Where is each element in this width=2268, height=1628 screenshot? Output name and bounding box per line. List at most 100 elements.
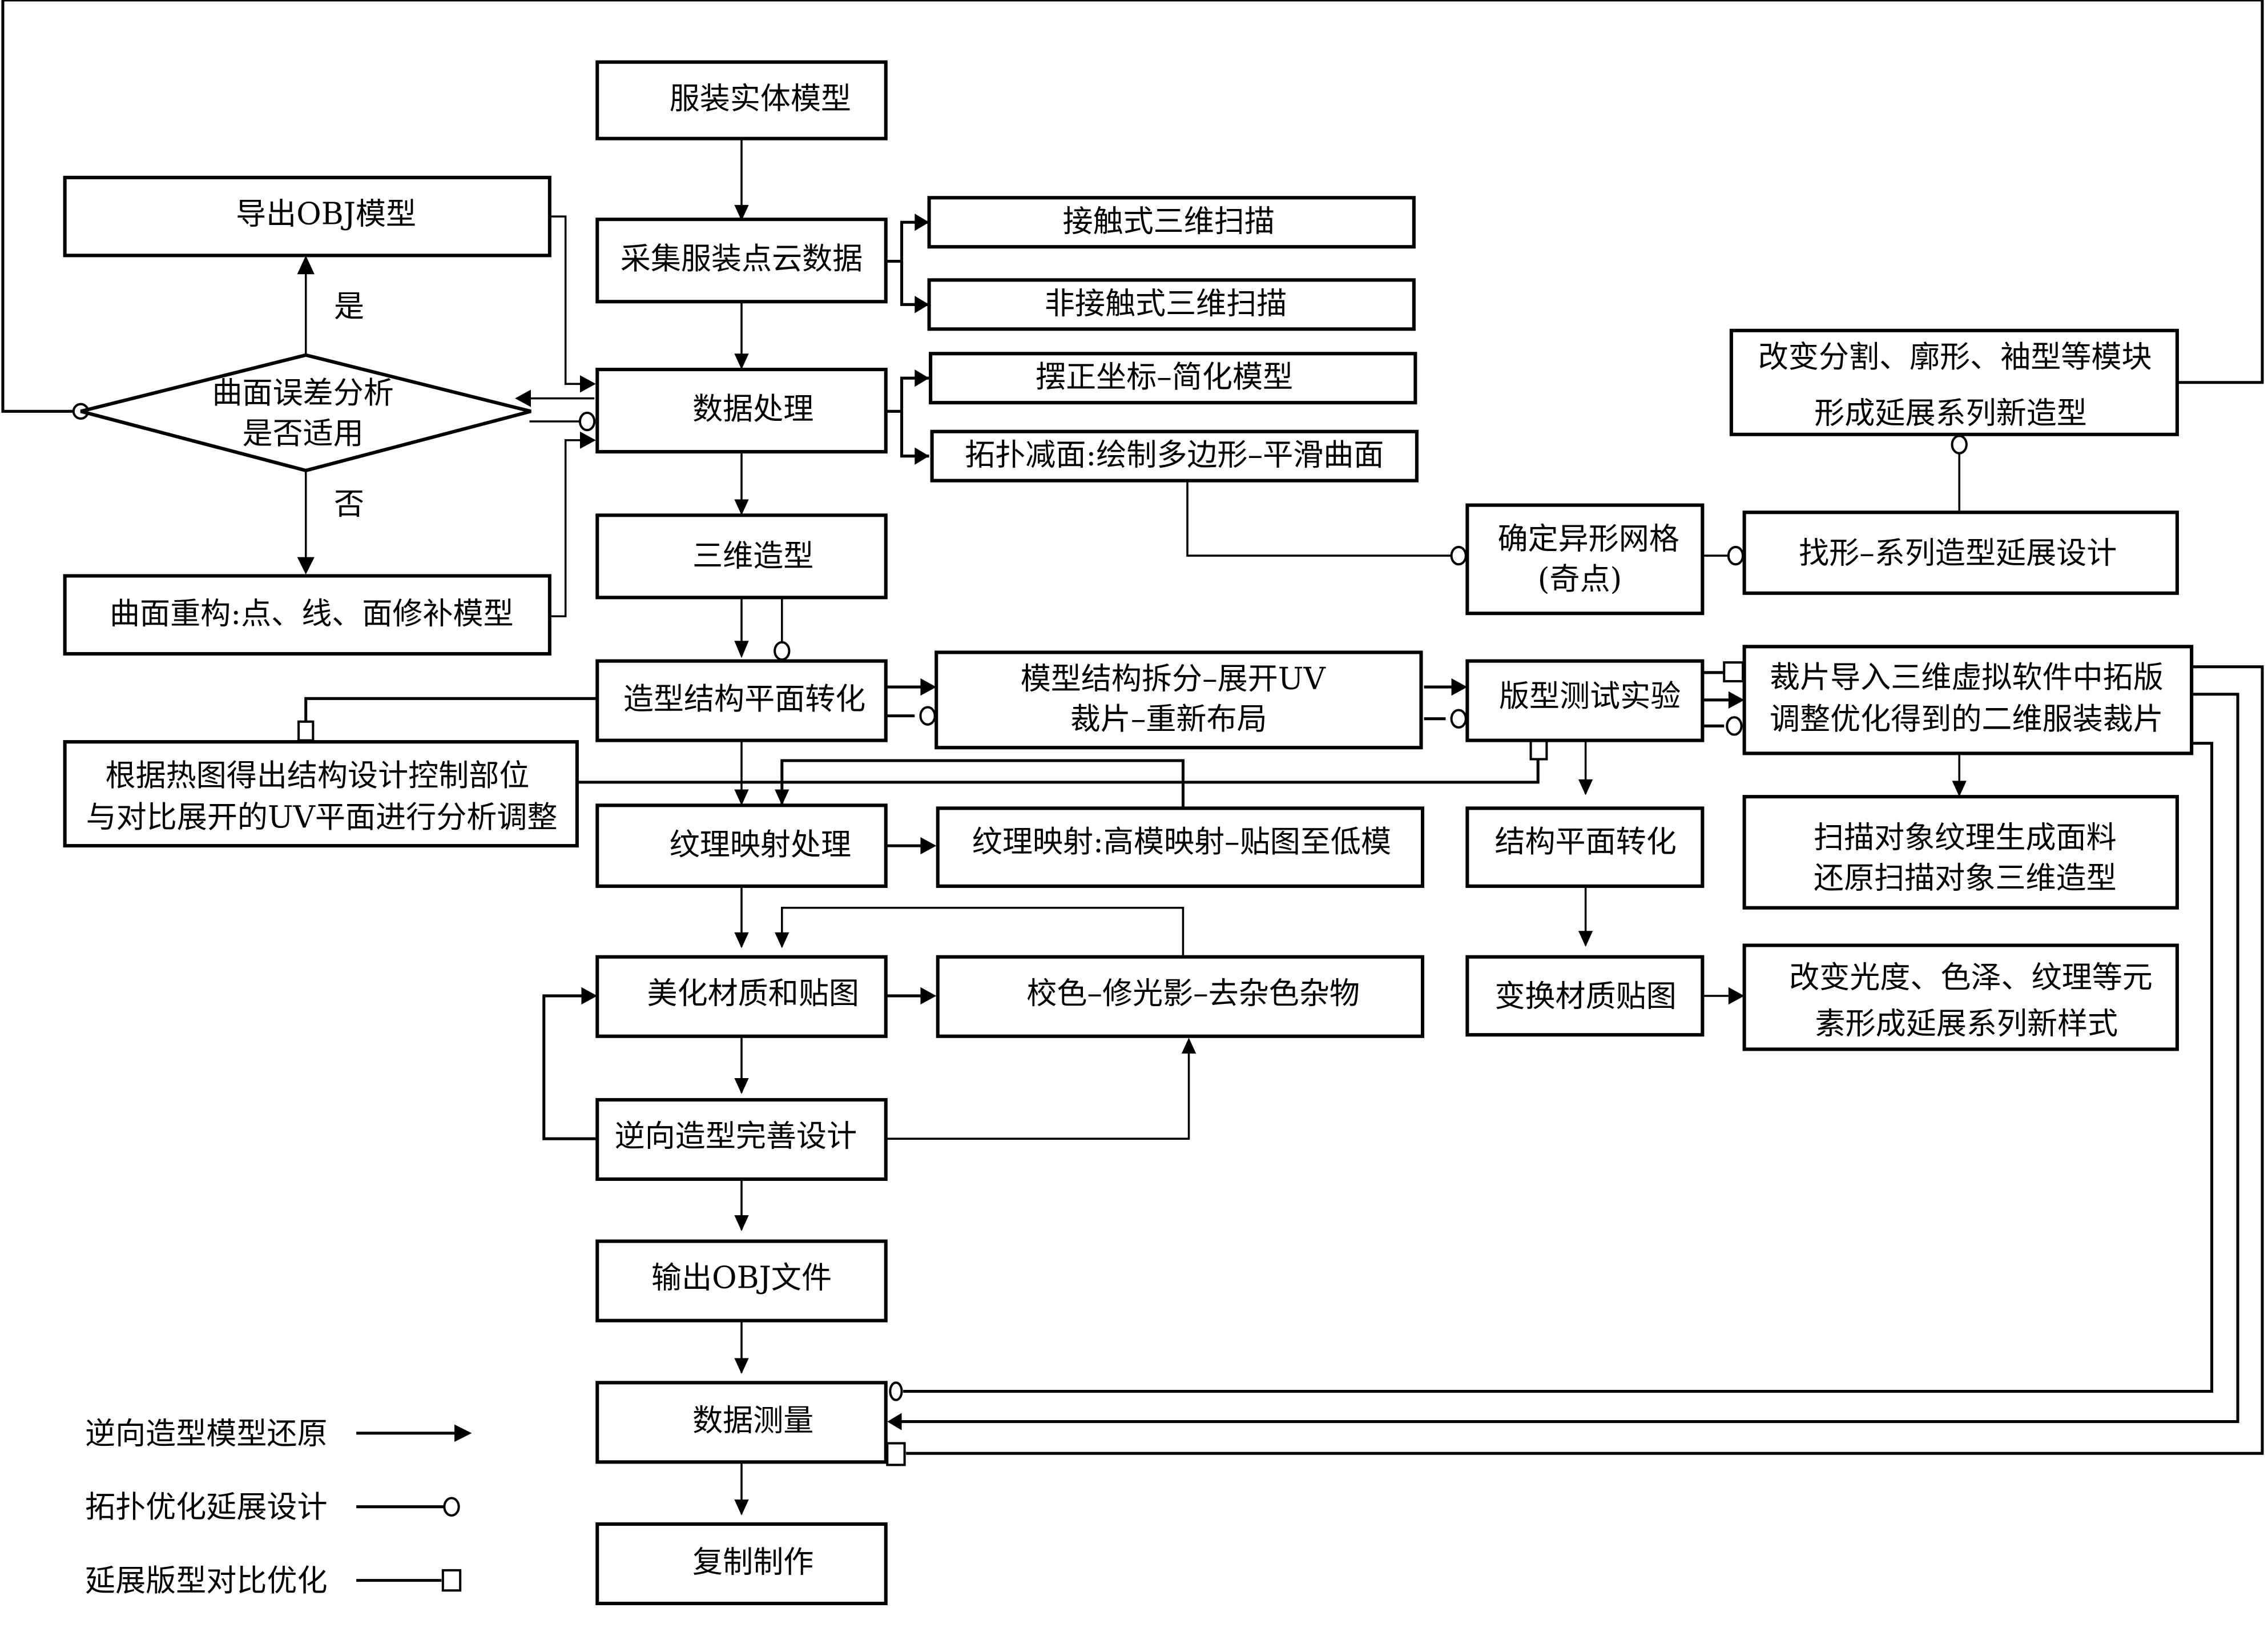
node-surface-rebuild[interactable]: 曲面重构:点、线、面修补模型 (63, 574, 551, 656)
arrow-icon (734, 789, 749, 806)
arrow-icon (734, 499, 749, 516)
node-form-finding[interactable]: 找形–系列造型延展设计 (1742, 510, 2179, 595)
connectors (1, 0, 2264, 1582)
edge-import-measure-circle (903, 742, 2214, 1393)
node-label: 拓扑减面:绘制多边形–平滑曲面 (965, 437, 1384, 473)
node-output-obj[interactable]: 输出OBJ文件 (595, 1239, 888, 1323)
node-export-obj-model[interactable]: 导出OBJ模型 (63, 175, 551, 258)
circle-marker-icon (578, 411, 596, 432)
edge-color-beautify (781, 907, 1185, 957)
node-label: 结构平面转化 (1494, 824, 1676, 859)
arrow-icon (734, 1078, 749, 1094)
arrow-icon (915, 214, 929, 231)
yes-label: 是 (334, 288, 364, 324)
node-heatmap-analysis[interactable]: 根据热图得出结构设计控制部位 与对比展开的UV平面进行分析调整 (63, 740, 579, 848)
node-align-simplify[interactable]: 摆正坐标–简化模型 (929, 352, 1417, 405)
node-label: 素形成延展系列新样式 (1815, 1006, 2118, 1042)
node-change-material[interactable]: 变换材质贴图 (1465, 955, 1705, 1037)
node-label: 摆正坐标–简化模型 (1036, 359, 1293, 395)
node-import-pieces[interactable]: 裁片导入三维虚拟软件中拓版 调整优化得到的二维服装裁片 (1742, 645, 2194, 755)
node-label: 扫描对象纹理生成面料 (1814, 819, 2117, 855)
edge-proc-align (887, 376, 929, 413)
square-marker-icon (886, 1442, 906, 1466)
node-contact-scan[interactable]: 接触式三维扫描 (927, 196, 1416, 249)
node-label: 纹理映射:高模映射–贴图至低模 (972, 824, 1391, 859)
edge-reverse-color (887, 1049, 1190, 1140)
node-split-uv[interactable]: 模型结构拆分–展开UV 裁片–重新布局 (934, 650, 1423, 750)
edge-import-measure-arrow (900, 693, 2239, 1424)
node-structure-flatten[interactable]: 造型结构平面转化 (595, 659, 888, 742)
node-replicate[interactable]: 复制制作 (595, 1522, 888, 1606)
arrow-icon (920, 837, 937, 855)
circle-marker-icon (1450, 709, 1467, 729)
node-label: 改变分割、廓形、袖型等模块 (1758, 339, 2152, 375)
arrow-icon (1728, 987, 1745, 1005)
node-beautify-material[interactable]: 美化材质和贴图 (595, 955, 888, 1038)
node-change-gloss[interactable]: 改变光度、色泽、纹理等元 素形成延展系列新样式 (1742, 943, 2179, 1051)
arrow-icon (1181, 1038, 1197, 1054)
node-label: 与对比展开的UV平面进行分析调整 (86, 799, 558, 835)
node-reverse-design[interactable]: 逆向造型完善设计 (595, 1098, 888, 1181)
node-label: 形成延展系列新造型 (1814, 395, 2087, 431)
node-label: 导出OBJ模型 (236, 196, 416, 232)
node-label: 模型结构拆分–展开UV (1021, 661, 1327, 696)
node-topology-reduce[interactable]: 拓扑减面:绘制多边形–平滑曲面 (930, 429, 1419, 483)
edge-collect-scans (887, 220, 929, 263)
edge-flatten-heatmap (304, 697, 598, 722)
node-label: 版型测试实验 (1499, 678, 1681, 714)
edge-rebuild-proc (551, 439, 595, 618)
legend-label-circle: 拓扑优化延展设计 (85, 1489, 328, 1525)
node-label: 确定异形网格 (1497, 521, 1679, 556)
circle-marker-icon (1727, 545, 1745, 566)
node-label: 采集服装点云数据 (621, 241, 863, 276)
decision-surface-error[interactable]: 曲面误差分析 是否适用 (80, 353, 531, 473)
node-label: (奇点) (1538, 561, 1622, 597)
node-structure-plane[interactable]: 结构平面转化 (1465, 806, 1705, 888)
circle-marker-icon (1726, 716, 1743, 736)
node-scan-texture[interactable]: 扫描对象纹理生成面料 还原扫描对象三维造型 (1742, 795, 2179, 910)
circle-marker-icon (889, 1381, 903, 1401)
node-3d-modeling[interactable]: 三维造型 (595, 513, 888, 600)
node-collect-point-cloud[interactable]: 采集服装点云数据 (595, 218, 888, 304)
arrow-icon (1728, 691, 1745, 709)
arrow-icon (297, 557, 315, 574)
node-label: 接触式三维扫描 (1062, 203, 1274, 239)
node-texture-mapping-proc[interactable]: 纹理映射处理 (595, 803, 888, 888)
arrow-icon (734, 641, 749, 658)
arrow-icon (734, 932, 749, 948)
legend: 逆向造型模型还原 拓扑优化延展设计 延展版型对比优化 (85, 1416, 328, 1598)
legend-label-arrow: 逆向造型模型还原 (85, 1416, 328, 1451)
node-label: 复制制作 (692, 1544, 813, 1579)
node-label: 纹理映射处理 (670, 827, 851, 862)
node-data-measure[interactable]: 数据测量 (595, 1381, 888, 1464)
node-data-processing[interactable]: 数据处理 (595, 368, 888, 454)
node-pattern-test[interactable]: 版型测试实验 (1465, 659, 1705, 742)
arrow-icon (734, 1500, 749, 1516)
edge-heatmap-test (577, 757, 1540, 784)
loop-top-line (1, 0, 2264, 413)
edge-import-measure-square (906, 665, 2264, 1455)
node-label: 数据处理 (692, 391, 813, 427)
edge-export-proc (551, 215, 595, 385)
arrow-icon (1952, 781, 1967, 797)
arrow-icon (915, 296, 929, 313)
node-label: 服装实体模型 (670, 81, 851, 116)
node-label: 找形–系列造型延展设计 (1799, 536, 2117, 571)
node-label: 校色–修光影–去杂色杂物 (1026, 975, 1360, 1011)
node-label: 是否适用 (243, 416, 364, 451)
node-texture-mapping-detail[interactable]: 纹理映射:高模映射–贴图至低模 (936, 806, 1425, 888)
node-solid-model[interactable]: 服装实体模型 (595, 60, 888, 140)
arrow-icon (734, 1215, 749, 1231)
edge-texdetail-texture (780, 759, 1185, 809)
node-noncontact-scan[interactable]: 非接触式三维扫描 (927, 278, 1416, 331)
arrow-icon (454, 1424, 472, 1442)
arrow-icon (1578, 931, 1593, 947)
node-label: 改变光度、色泽、纹理等元 (1789, 960, 2153, 995)
node-label: 数据测量 (692, 1403, 813, 1438)
arrow-icon (515, 389, 531, 407)
node-label: 根据热图得出结构设计控制部位 (106, 758, 530, 793)
node-label: 曲面重构:点、线、面修补模型 (110, 596, 514, 632)
node-change-modules[interactable]: 改变分割、廓形、袖型等模块 形成延展系列新造型 (1729, 328, 2179, 436)
node-irregular-mesh[interactable]: 确定异形网格 (奇点) (1465, 503, 1705, 616)
node-color-correct[interactable]: 校色–修光影–去杂色杂物 (936, 955, 1425, 1038)
